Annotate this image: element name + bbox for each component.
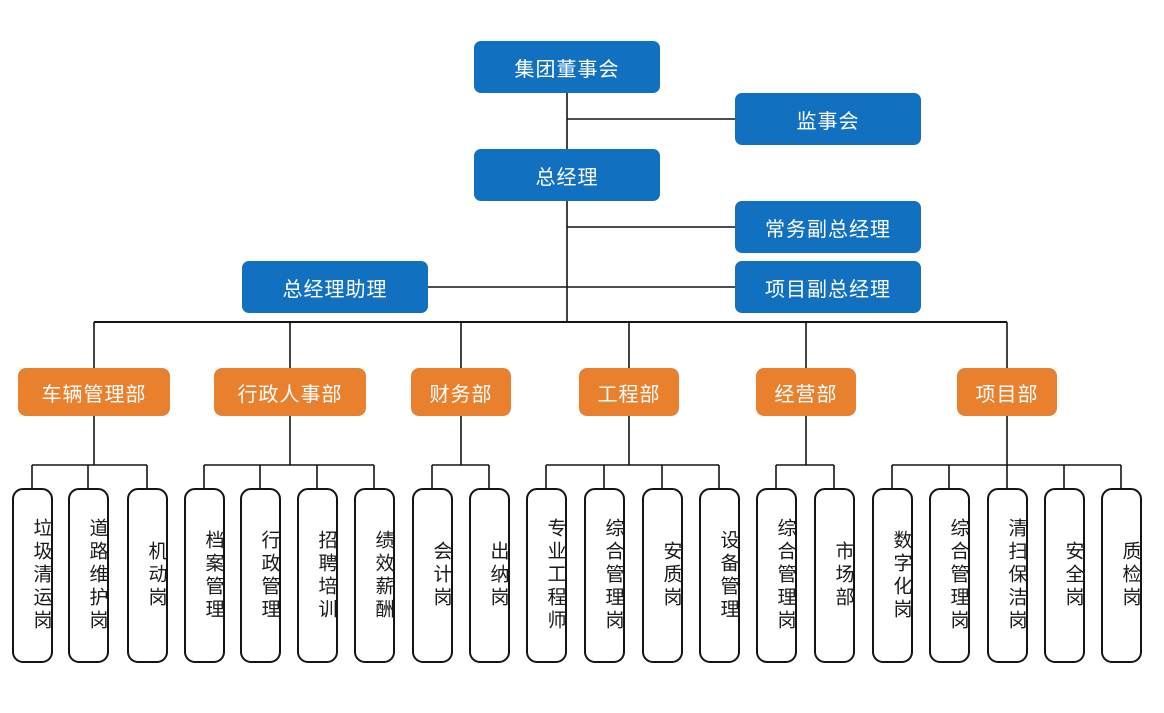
node-post-会计岗[interactable]: 会计岗 [411, 488, 453, 663]
node-post-综合管理岗[interactable]: 综合管理岗 [928, 488, 970, 663]
node-dept-engineering[interactable]: 工程部 [579, 368, 679, 416]
node-board[interactable]: 集团董事会 [474, 41, 660, 93]
node-post-安质岗[interactable]: 安质岗 [641, 488, 683, 663]
node-post-综合管理岗[interactable]: 综合管理岗 [583, 488, 625, 663]
node-post-专业工程师[interactable]: 专业工程师 [525, 488, 567, 663]
node-post-综合管理岗[interactable]: 综合管理岗 [755, 488, 797, 663]
node-post-清扫保洁岗[interactable]: 清扫保洁岗 [986, 488, 1028, 663]
node-dept-project[interactable]: 项目部 [957, 368, 1057, 416]
node-post-机动岗[interactable]: 机动岗 [126, 488, 168, 663]
node-post-市场部[interactable]: 市场部 [813, 488, 855, 663]
node-supervisors[interactable]: 监事会 [735, 93, 921, 145]
node-evp[interactable]: 常务副总经理 [735, 201, 921, 253]
node-project_vp[interactable]: 项目副总经理 [735, 261, 921, 313]
node-post-绩效薪酬[interactable]: 绩效薪酬 [353, 488, 395, 663]
node-dept-finance[interactable]: 财务部 [411, 368, 511, 416]
node-dept-operations[interactable]: 经营部 [756, 368, 856, 416]
node-post-垃圾清运岗[interactable]: 垃圾清运岗 [11, 488, 53, 663]
node-dept-vehicle[interactable]: 车辆管理部 [18, 368, 170, 416]
node-post-出纳岗[interactable]: 出纳岗 [468, 488, 510, 663]
node-gm_assist[interactable]: 总经理助理 [242, 261, 428, 313]
node-post-招聘培训[interactable]: 招聘培训 [296, 488, 338, 663]
node-post-安全岗[interactable]: 安全岗 [1043, 488, 1085, 663]
node-post-道路维护岗[interactable]: 道路维护岗 [67, 488, 109, 663]
node-gm[interactable]: 总经理 [474, 149, 660, 201]
node-post-设备管理[interactable]: 设备管理 [698, 488, 740, 663]
node-post-数字化岗[interactable]: 数字化岗 [871, 488, 913, 663]
node-post-质检岗[interactable]: 质检岗 [1100, 488, 1142, 663]
node-dept-hr[interactable]: 行政人事部 [214, 368, 366, 416]
node-post-行政管理[interactable]: 行政管理 [239, 488, 281, 663]
node-post-档案管理[interactable]: 档案管理 [183, 488, 225, 663]
